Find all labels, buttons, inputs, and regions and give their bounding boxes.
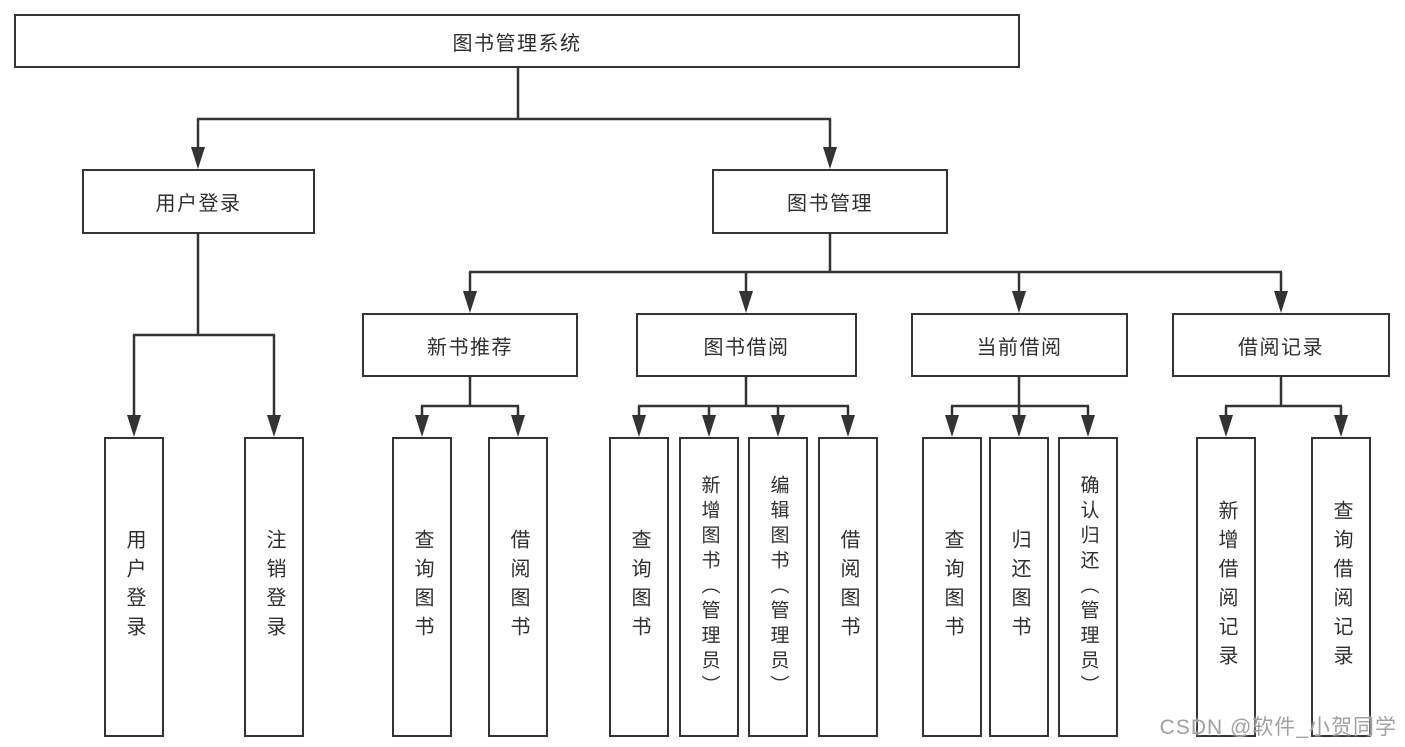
leaf-return-books: 归还图书 xyxy=(989,437,1049,737)
node-new-book-recommend: 新书推荐 xyxy=(362,313,578,377)
node-borrowing-records: 借阅记录 xyxy=(1172,313,1390,377)
leaf-edit-book-admin: 编辑图书（管理员） xyxy=(748,437,808,737)
leaf-user-login: 用户登录 xyxy=(104,437,164,737)
leaf-borrow-books-newrec: 借阅图书 xyxy=(488,437,548,737)
connector-borrow-records-split xyxy=(1219,377,1348,437)
leaf-query-books-borrow: 查询图书 xyxy=(609,437,669,737)
connector-current-borrow-split xyxy=(945,377,1095,437)
leaf-borrow-books-borrow: 借阅图书 xyxy=(818,437,878,737)
connector-book-management-split xyxy=(463,234,1288,313)
node-root-system: 图书管理系统 xyxy=(14,14,1020,68)
connector-book-borrow-split xyxy=(632,377,855,437)
node-book-borrowing: 图书借阅 xyxy=(636,313,857,377)
leaf-query-borrow-record: 查询借阅记录 xyxy=(1311,437,1371,737)
node-user-login: 用户登录 xyxy=(82,169,315,234)
connector-new-book-split xyxy=(415,377,525,437)
leaf-confirm-return-admin: 确认归还（管理员） xyxy=(1058,437,1118,737)
leaf-logout: 注销登录 xyxy=(244,437,304,737)
leaf-new-borrow-record: 新增借阅记录 xyxy=(1196,437,1256,737)
leaf-add-book-admin: 新增图书（管理员） xyxy=(679,437,739,737)
node-current-borrowing: 当前借阅 xyxy=(911,313,1128,377)
connector-root-split xyxy=(191,68,837,169)
node-book-management: 图书管理 xyxy=(712,169,948,234)
leaf-query-books-current: 查询图书 xyxy=(922,437,982,737)
connector-user-login-split xyxy=(127,234,281,437)
leaf-query-books-newrec: 查询图书 xyxy=(392,437,452,737)
